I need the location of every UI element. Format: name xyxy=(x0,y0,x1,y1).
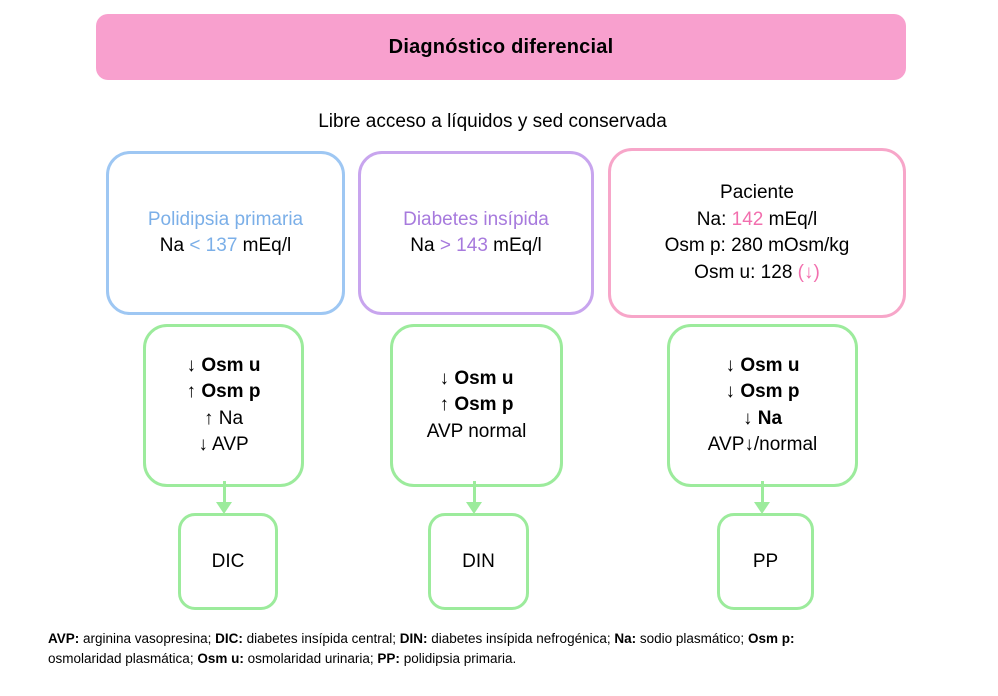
text-line: Polidipsia primaria xyxy=(148,207,303,234)
text-segment: ↓ xyxy=(725,354,741,376)
connector-arrow-pp xyxy=(754,481,771,514)
text-segment: < 137 xyxy=(189,235,238,256)
text-line: ↑ Na xyxy=(204,406,243,433)
text-segment: Na xyxy=(410,235,440,256)
text-segment: DIN: xyxy=(399,631,428,646)
text-segment: mEq/l xyxy=(487,235,542,256)
text-segment: diabetes insípida nefrogénica; xyxy=(427,631,615,646)
text-segment: Osm u: xyxy=(197,651,244,666)
text-segment: ↑ xyxy=(439,394,455,416)
result-box-dic: DIC xyxy=(178,513,278,610)
text-segment: PP: xyxy=(377,651,400,666)
text-segment: Diabetes insípida xyxy=(403,208,549,230)
text-segment: Paciente xyxy=(720,182,794,203)
text-line: ↑ Osm p xyxy=(187,379,261,406)
text-line: AVP: arginina vasopresina; DIC: diabetes… xyxy=(48,629,958,649)
text-segment: ↓ xyxy=(439,367,455,389)
arrow-stem xyxy=(223,481,226,503)
text-segment: osmolaridad plasmática; xyxy=(48,651,198,666)
text-segment: arginina vasopresina; xyxy=(79,631,216,646)
text-line: Osm p: 280 mOsm/kg xyxy=(665,233,850,260)
text-segment: AVP↓/normal xyxy=(707,434,818,455)
text-segment: Osm u: 128 xyxy=(694,261,798,283)
text-line: osmolaridad plasmática; Osm u: osmolarid… xyxy=(48,649,958,669)
text-segment: ↓ xyxy=(725,381,741,402)
text-segment: Osm p: 280 mOsm/kg xyxy=(664,235,850,256)
text-line: ↓ AVP xyxy=(198,432,248,459)
text-segment: 142 xyxy=(731,208,764,230)
text-segment: ↑ Na xyxy=(203,407,244,429)
down-arrow-icon xyxy=(466,502,482,514)
text-line: ↓ Na xyxy=(743,406,782,433)
text-segment: Osm p: xyxy=(747,631,795,646)
text-segment: Polidipsia primaria xyxy=(147,208,304,230)
arrow-stem xyxy=(761,481,764,503)
text-line: Na: 142 mEq/l xyxy=(697,207,817,234)
text-segment: Osm u xyxy=(454,367,514,389)
text-segment: Osm p xyxy=(740,381,800,402)
text-line: ↑ Osm p xyxy=(440,392,514,419)
text-segment: Osm p xyxy=(454,394,514,416)
text-segment: Na xyxy=(757,407,783,429)
text-segment: mEq/l xyxy=(237,235,292,256)
text-segment: polidipsia primaria. xyxy=(399,651,517,666)
text-segment: mEq/l xyxy=(763,208,818,230)
text-segment: osmolaridad urinaria; xyxy=(243,651,378,666)
abbreviations-legend: AVP: arginina vasopresina; DIC: diabetes… xyxy=(48,629,958,669)
text-segment: DIC: xyxy=(215,631,243,646)
text-line: Osm u: 128 (↓) xyxy=(694,260,820,287)
text-line: Paciente xyxy=(720,180,794,207)
text-line: ↓ Osm u xyxy=(726,353,800,380)
text-segment: Osm u xyxy=(740,354,800,376)
header-banner: Diagnóstico diferencial xyxy=(96,14,906,80)
result-box-din: DIN xyxy=(428,513,529,610)
connector-arrow-dic xyxy=(216,481,233,514)
findings-box-dic: ↓ Osm u↑ Osm p↑ Na↓ AVP xyxy=(143,324,304,487)
text-segment: ↓ xyxy=(742,407,758,429)
text-line: AVP normal xyxy=(427,419,527,446)
text-segment: diabetes insípida central; xyxy=(242,631,400,646)
text-line: ↓ Osm u xyxy=(440,366,514,393)
text-line: ↓ Osm p xyxy=(726,379,800,406)
subtitle: Libre acceso a líquidos y sed conservada xyxy=(318,111,667,132)
text-segment: Osm p xyxy=(201,381,261,402)
text-segment: Na: xyxy=(614,631,637,646)
text-line: Na > 143 mEq/l xyxy=(410,233,542,260)
text-segment: ↑ xyxy=(186,381,202,402)
text-segment: (↓) xyxy=(797,261,820,283)
text-segment: AVP: xyxy=(48,631,80,646)
text-segment: > 143 xyxy=(439,235,488,256)
arrow-stem xyxy=(473,481,476,503)
text-line: Diabetes insípida xyxy=(403,207,549,234)
down-arrow-icon xyxy=(754,502,770,514)
text-segment: ↓ xyxy=(186,354,202,376)
text-segment: AVP normal xyxy=(426,420,527,442)
text-segment: sodio plasmático; xyxy=(636,631,748,646)
text-line: Na < 137 mEq/l xyxy=(160,233,292,260)
result-box-pp: PP xyxy=(717,513,814,610)
diagram-title: Diagnóstico diferencial xyxy=(388,35,614,58)
text-segment: Osm u xyxy=(201,354,261,376)
text-line: ↓ Osm u xyxy=(187,353,261,380)
down-arrow-icon xyxy=(216,502,232,514)
text-line: AVP↓/normal xyxy=(708,432,817,459)
text-segment: ↓ AVP xyxy=(198,434,249,455)
connector-arrow-din xyxy=(466,481,483,514)
text-segment: Na xyxy=(159,235,190,256)
text-segment: Na: xyxy=(696,208,732,230)
